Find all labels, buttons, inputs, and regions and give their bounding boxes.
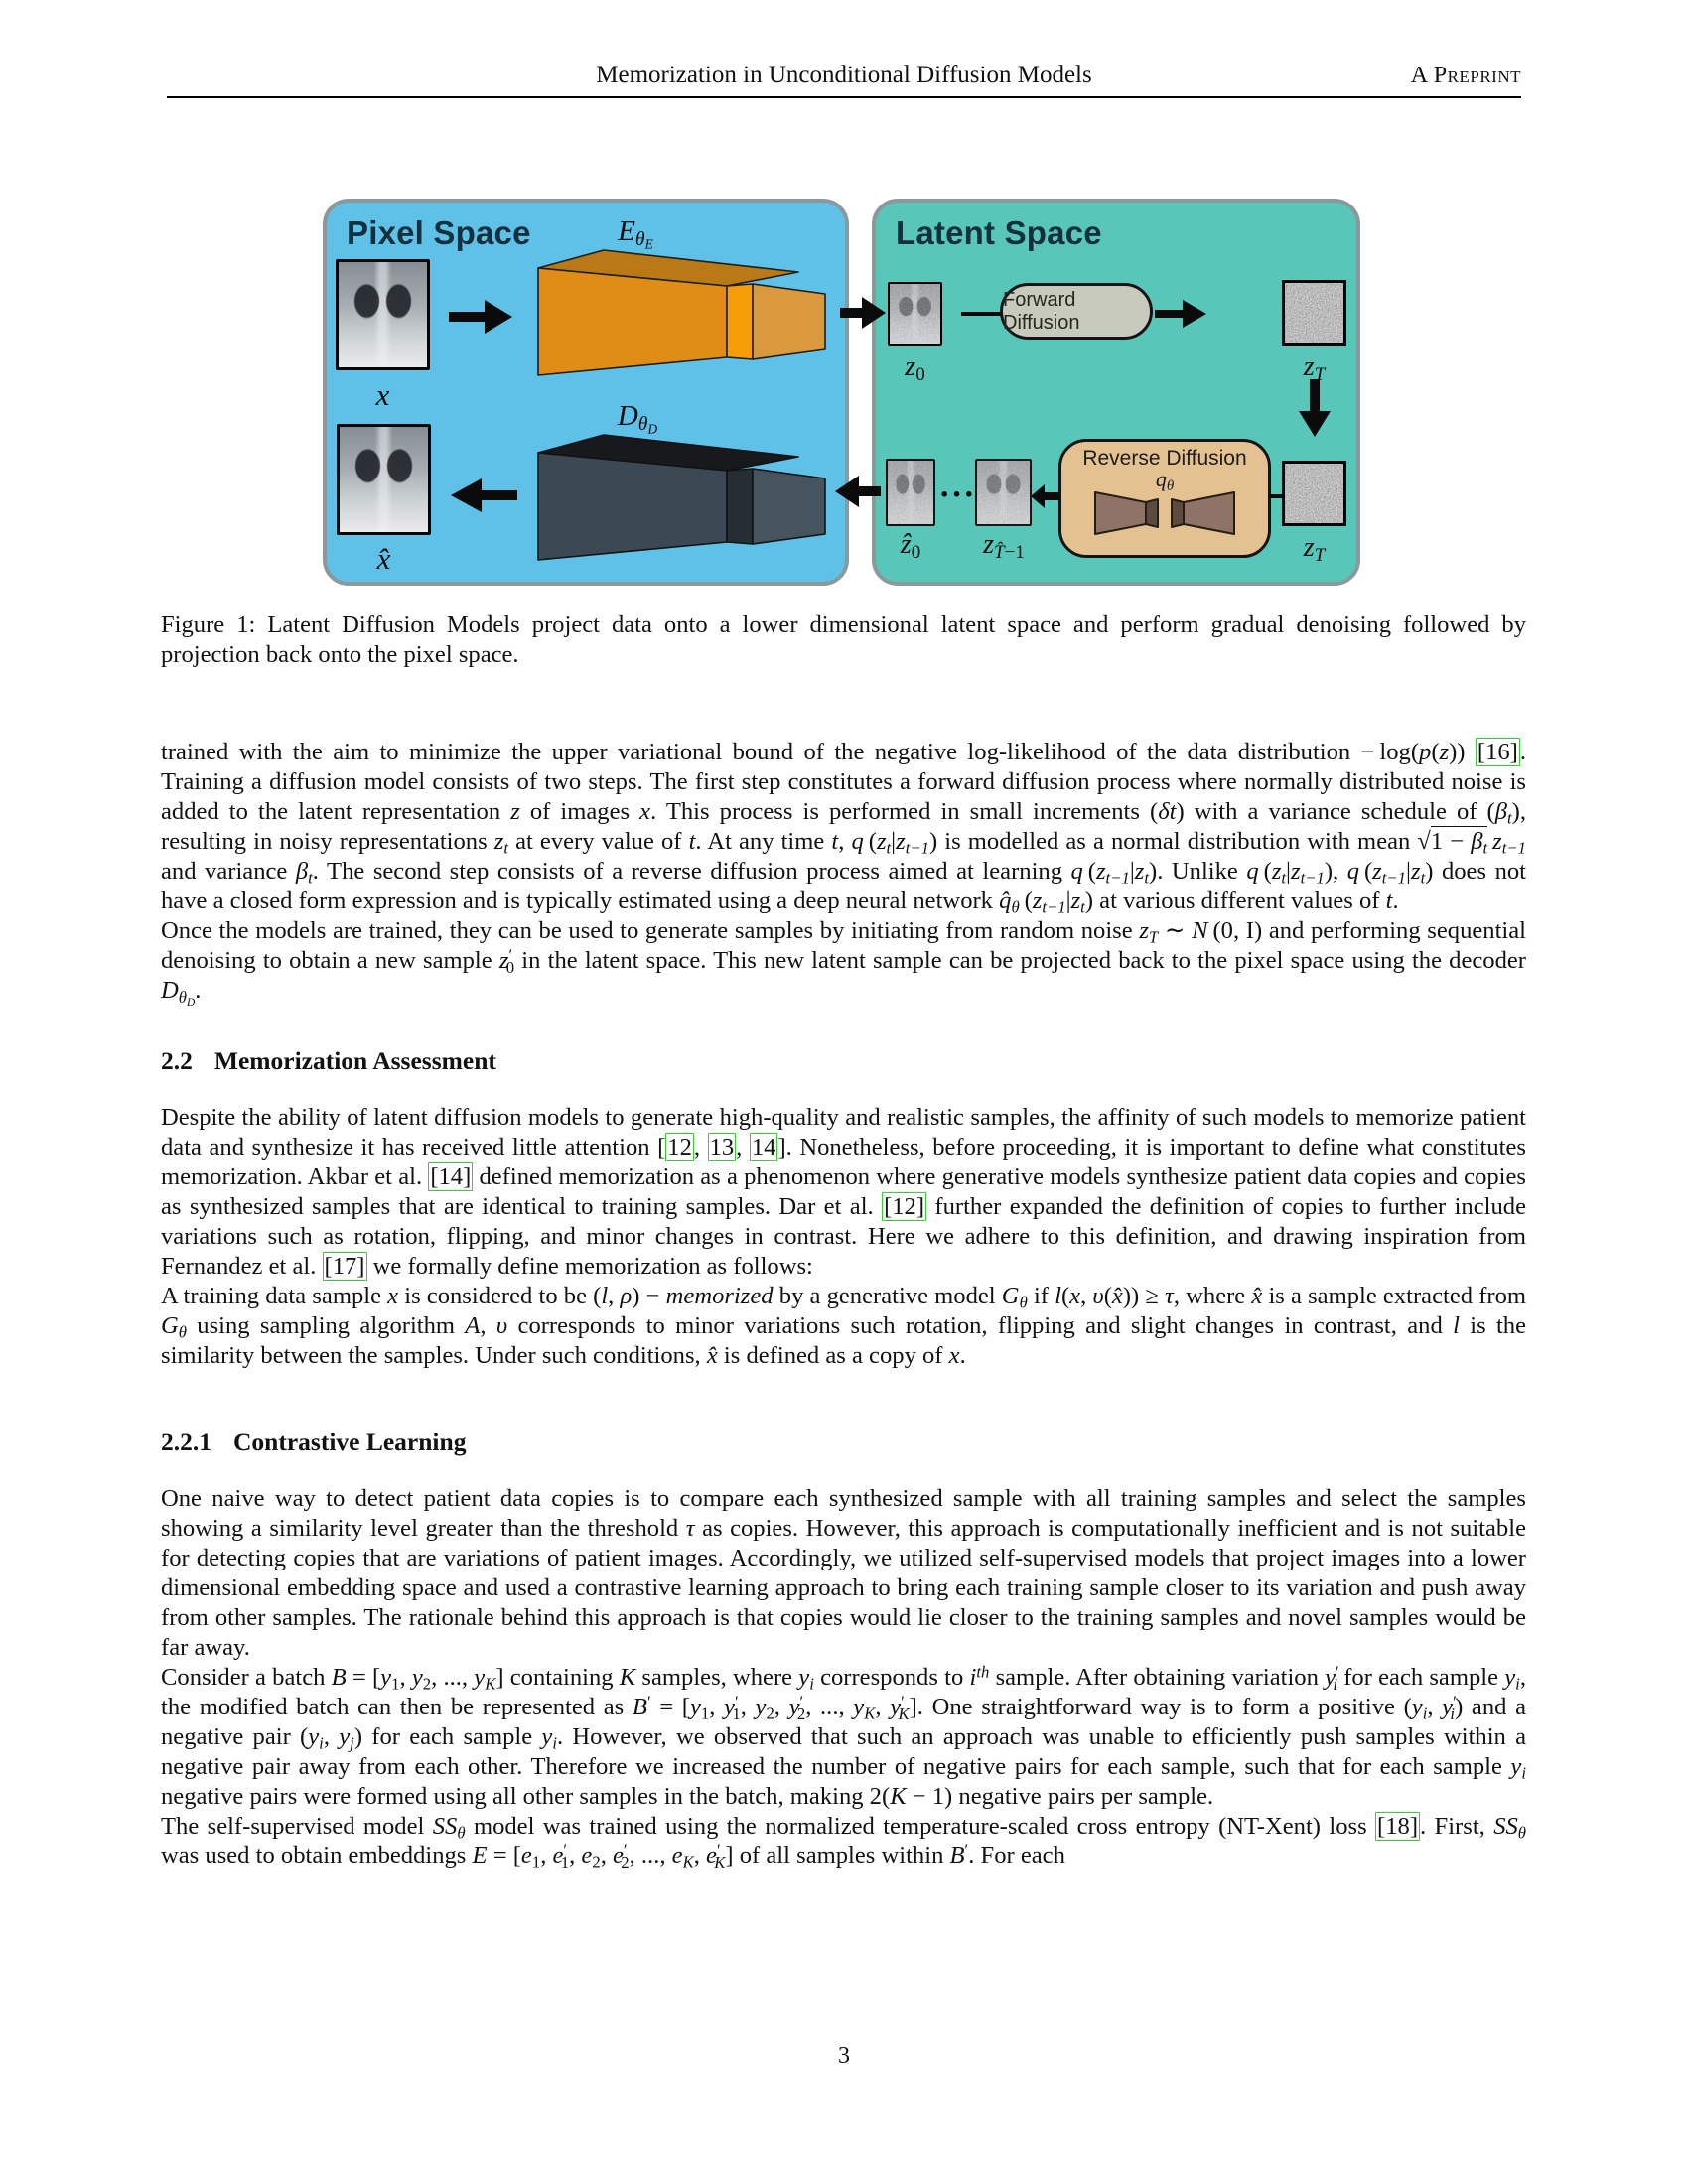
section-title: Memorization Assessment xyxy=(213,1046,496,1075)
preprint-tag: A Preprint xyxy=(1410,63,1521,88)
pixel-space-title: Pixel Space xyxy=(347,214,531,251)
encoder-label: EθE xyxy=(618,215,653,252)
arrow-down-icon xyxy=(1299,379,1331,437)
decoder-label: DθD xyxy=(617,400,658,437)
zT-noise-thumbnail-bottom xyxy=(1282,461,1346,526)
grain-overlay xyxy=(890,284,940,344)
paragraph-diffusion-training: trained with the aim to minimize the upp… xyxy=(161,738,1527,917)
forward-diffusion-pill: Forward Diffusion xyxy=(1000,283,1153,340)
latent-space-title: Latent Space xyxy=(896,214,1102,251)
connector-line xyxy=(961,312,1001,316)
citation-12[interactable]: 12 xyxy=(665,1133,694,1161)
arrow-pixel-to-latent-icon xyxy=(840,297,886,329)
page-header-title: Memorization in Unconditional Diffusion … xyxy=(596,62,1092,88)
citation-14[interactable]: [14] xyxy=(428,1162,474,1191)
figure-1: Pixel Space x EθE DθD xyxy=(323,199,1360,586)
zT-top-label: zT xyxy=(1303,351,1326,386)
unet-funnels-icon xyxy=(1094,491,1235,535)
page-number: 3 xyxy=(838,2043,850,2069)
section-number: 2.2 xyxy=(161,1046,193,1075)
arrow-reverse-step-icon xyxy=(1031,484,1060,508)
citation-12[interactable]: [12] xyxy=(882,1192,927,1221)
pixel-space-panel: Pixel Space x EθE DθD xyxy=(323,199,849,586)
zhat0-thumbnail xyxy=(886,459,935,526)
zT-noise-thumbnail-top xyxy=(1282,280,1346,346)
section-heading-2-2-1: 2.2.1 Contrastive Learning xyxy=(161,1428,1526,1457)
grain-overlay xyxy=(977,461,1030,524)
grain-overlay xyxy=(888,461,933,524)
body-text: trained with the aim to minimize the upp… xyxy=(161,738,1526,1871)
xhat-label: x̂ xyxy=(376,541,391,576)
figure-caption: Figure 1: Latent Diffusion Models projec… xyxy=(161,612,1526,668)
paragraph-sampling: Once the models are trained, they can be… xyxy=(161,917,1527,1009)
paragraph-batch-pairs: Consider a batch B = [y1, y2, ..., yK] c… xyxy=(161,1662,1527,1810)
paragraph-contrastive-intro: One naive way to detect patient data cop… xyxy=(161,1485,1526,1661)
arrow-forward-icon xyxy=(1155,300,1206,328)
arrow-latent-to-pixel-icon xyxy=(835,476,881,507)
q-theta-label: qθ xyxy=(1155,467,1175,495)
decoder-shape xyxy=(537,434,826,561)
z0-label: z0 xyxy=(905,351,925,386)
arrow-right-icon xyxy=(449,300,512,334)
encoder-shape xyxy=(537,249,826,376)
paragraph-ntxent: The self-supervised model SSθ model was … xyxy=(161,1812,1526,1872)
reverse-diffusion-box: Reverse Diffusion qθ xyxy=(1058,439,1271,558)
section-heading-2-2: 2.2 Memorization Assessment xyxy=(161,1046,1526,1076)
citation-18[interactable]: [18] xyxy=(1375,1812,1421,1841)
header-rule xyxy=(167,96,1521,98)
zTm1-thumbnail xyxy=(975,459,1032,526)
section-title: Contrastive Learning xyxy=(233,1428,467,1456)
paragraph-formal-definition: A training data sample x is considered t… xyxy=(161,1283,1527,1369)
arrow-left-icon xyxy=(451,478,517,512)
ellipsis-dots: ··· xyxy=(938,477,976,513)
paragraph-memorization-definition: Despite the ability of latent diffusion … xyxy=(161,1104,1526,1281)
zTm1-label: zT̂−1 xyxy=(983,529,1025,564)
citation-17[interactable]: [17] xyxy=(322,1252,367,1281)
section-number: 2.2.1 xyxy=(161,1428,211,1456)
zT-bottom-label: zT xyxy=(1303,532,1326,567)
x-label: x xyxy=(375,377,390,412)
zhat0-label: ẑ0 xyxy=(900,529,921,564)
noise-texture xyxy=(1285,283,1343,343)
citation-14[interactable]: 14 xyxy=(749,1133,778,1161)
connector-line xyxy=(1269,494,1282,498)
citation-13[interactable]: 13 xyxy=(707,1133,737,1161)
xray-input-image xyxy=(336,259,430,370)
xray-output-image xyxy=(337,424,431,535)
noise-texture xyxy=(1285,464,1343,523)
citation-16[interactable]: [16] xyxy=(1475,738,1520,766)
latent-space-panel: Latent Space z0 Forward Diffusion zT Rev… xyxy=(872,199,1360,586)
reverse-diffusion-label: Reverse Diffusion xyxy=(1082,447,1247,470)
z0-thumbnail xyxy=(888,282,942,346)
